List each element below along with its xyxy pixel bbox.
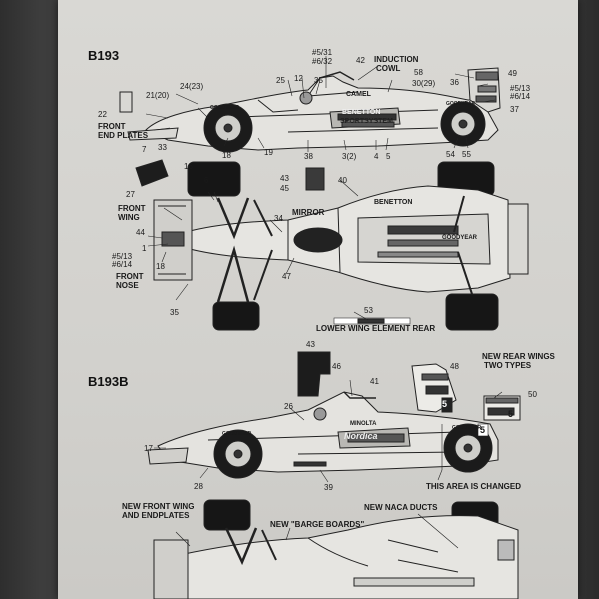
callout-22: 22 bbox=[98, 110, 107, 119]
b193b-heading: B193B bbox=[88, 374, 129, 389]
callout-26: 26 bbox=[284, 402, 293, 411]
mirror-label: MIRROR bbox=[292, 208, 325, 217]
front-wing-line1: FRONT bbox=[118, 204, 146, 213]
callout-30-29: 30(29) bbox=[412, 79, 436, 88]
front-nose-line2: NOSE bbox=[116, 281, 139, 290]
decal-number-5-wing2: 5 bbox=[508, 409, 514, 419]
lower-wing-label: LOWER WING ELEMENT REAR bbox=[316, 324, 436, 333]
b193-side-view bbox=[119, 56, 501, 153]
decal-nordica: Nordica bbox=[344, 431, 378, 441]
callout-531: #5/31 bbox=[312, 48, 333, 57]
induction-cowl-line2: COWL bbox=[376, 64, 401, 73]
callout-36: 36 bbox=[450, 78, 459, 87]
callout-19: 19 bbox=[264, 148, 273, 157]
callout-50: 50 bbox=[528, 390, 537, 399]
decal-benetton: BENETTON bbox=[342, 109, 381, 116]
callout-42: 42 bbox=[356, 56, 365, 65]
induction-cowl-line1: INDUCTION bbox=[374, 55, 419, 64]
instruction-sheet: B193 B193B #5/31 #6/32 42 INDUCTION COWL… bbox=[58, 0, 578, 599]
callout-45: 45 bbox=[280, 184, 289, 193]
this-area-label: THIS AREA IS CHANGED bbox=[426, 482, 521, 491]
callout-46: 46 bbox=[332, 362, 341, 371]
decal-goodyear-top: GOODYEAR bbox=[442, 235, 478, 241]
decal-number-5: 5 bbox=[480, 425, 486, 435]
callout-33: 33 bbox=[158, 143, 167, 152]
callout-28: 28 bbox=[194, 482, 203, 491]
callout-16: 16 bbox=[184, 162, 193, 171]
callout-43: 43 bbox=[280, 174, 289, 183]
decal-placement-drawing bbox=[119, 56, 529, 599]
b193b-side-view bbox=[147, 351, 521, 483]
callout-3-2: 3(2) bbox=[342, 152, 357, 161]
new-naca-ducts-label: NEW NACA DUCTS bbox=[364, 503, 438, 512]
decal-goodyear-rear: GOODYEAR bbox=[446, 101, 476, 107]
callout-513: #5/13 bbox=[510, 84, 531, 93]
callout-513b: #5/13 bbox=[112, 252, 133, 261]
callout-614b: #6/14 bbox=[112, 260, 133, 269]
front-nose-line1: FRONT bbox=[116, 272, 144, 281]
callout-37: 37 bbox=[510, 105, 519, 114]
new-front-wing-line2: AND ENDPLATES bbox=[122, 511, 190, 520]
callout-614: #6/14 bbox=[510, 92, 531, 101]
new-rear-wings-line1: NEW REAR WINGS bbox=[482, 352, 555, 361]
callout-55: 55 bbox=[462, 150, 471, 159]
callout-38: 38 bbox=[304, 152, 313, 161]
new-front-wing-line1: NEW FRONT WING bbox=[122, 502, 195, 511]
callout-18b: 18 bbox=[156, 262, 165, 271]
b193-heading: B193 bbox=[88, 48, 120, 63]
decal-camel: CAMEL bbox=[346, 91, 371, 98]
callout-49: 49 bbox=[508, 69, 517, 78]
callout-27: 27 bbox=[126, 190, 135, 199]
callout-7: 7 bbox=[142, 145, 147, 154]
decal-number-5-wing: 5 bbox=[442, 399, 448, 409]
new-rear-wings-line2: TWO TYPES bbox=[484, 361, 532, 370]
decal-goodyear-b193b-rear: GOODYEAR bbox=[452, 425, 482, 431]
b193-top-view bbox=[135, 159, 529, 331]
decal-goodyear-b193b-front: GOODYEAR bbox=[222, 431, 252, 437]
callout-58: 58 bbox=[414, 68, 423, 77]
callout-6: 6 bbox=[204, 176, 209, 185]
callout-40: 40 bbox=[338, 176, 347, 185]
callout-18a: 18 bbox=[222, 151, 231, 160]
decal-minolta: MINOLTA bbox=[350, 421, 377, 427]
callout-44: 44 bbox=[136, 228, 145, 237]
callout-35b: 35 bbox=[170, 308, 179, 317]
callout-4: 4 bbox=[374, 152, 379, 161]
callout-17: 17 bbox=[144, 444, 153, 453]
callout-12: 12 bbox=[294, 74, 303, 83]
callout-24-23: 24(23) bbox=[180, 82, 204, 91]
callout-47: 47 bbox=[282, 272, 291, 281]
b193b-top-view bbox=[153, 499, 519, 599]
callout-34: 34 bbox=[274, 214, 283, 223]
front-end-plates-line1: FRONT bbox=[98, 122, 126, 131]
callout-43b: 43 bbox=[306, 340, 315, 349]
decal-sportsystem: SPORTSYSTEM bbox=[340, 118, 393, 125]
callout-25: 25 bbox=[276, 76, 285, 85]
callout-21-20: 21(20) bbox=[146, 91, 170, 100]
callout-41: 41 bbox=[370, 377, 379, 386]
callout-1: 1 bbox=[142, 244, 147, 253]
front-end-plates-line2: END PLATES bbox=[98, 131, 149, 140]
callout-54: 54 bbox=[446, 150, 455, 159]
callout-35a: 35 bbox=[314, 76, 323, 85]
decal-benetton-top: BENETTON bbox=[374, 199, 413, 206]
decal-goodyear-front: GOODYEAR bbox=[210, 105, 240, 111]
callout-53: 53 bbox=[364, 306, 373, 315]
callout-39: 39 bbox=[324, 483, 333, 492]
callout-5: 5 bbox=[386, 152, 391, 161]
front-wing-line2: WING bbox=[118, 213, 140, 222]
callout-632: #6/32 bbox=[312, 57, 333, 66]
callout-48: 48 bbox=[450, 362, 459, 371]
new-barge-boards-label: NEW "BARGE BOARDS" bbox=[270, 520, 365, 529]
